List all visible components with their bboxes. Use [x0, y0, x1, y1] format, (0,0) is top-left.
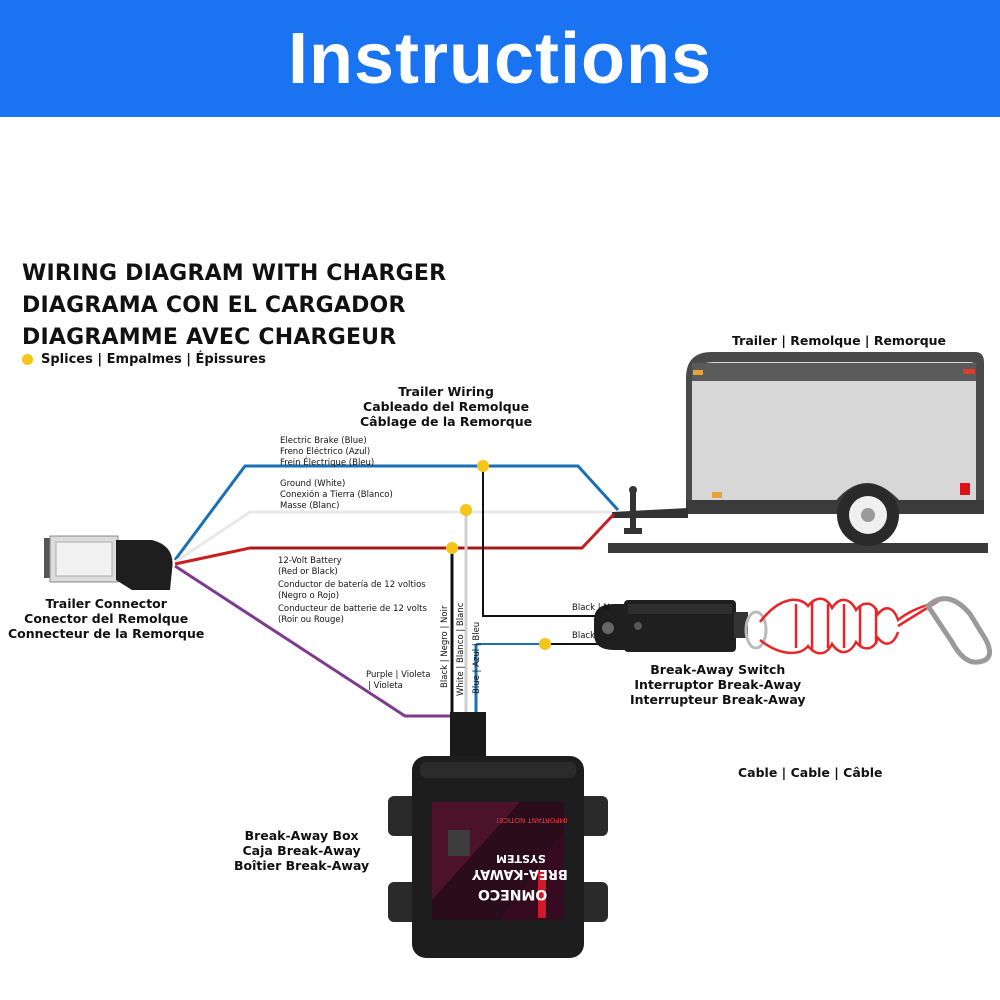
cable-label: Cable | Cable | Câble [738, 765, 883, 780]
battery-wire-es: Conductor de batería de 12 voltios [278, 580, 426, 590]
box-es: Caja Break-Away [242, 843, 361, 858]
carabiner-icon [924, 596, 993, 665]
heading-es: DIAGRAMA CON EL CARGADOR [22, 293, 406, 318]
splice-dot-icon [22, 354, 33, 365]
purple-wire [174, 564, 462, 718]
brake-wire-fr: Frein Électrique (Bleu) [280, 458, 375, 468]
battery-wire-en: 12-Volt Battery [278, 556, 342, 566]
black-wire-vertical-label: Black | Negro | Noir [440, 605, 450, 688]
ground-wire-es: Conexión a Tierra (Blanco) [280, 490, 393, 500]
ground-wire-label: Ground (White) Conexión a Tierra (Blanco… [280, 479, 393, 512]
break-away-box-label: Break-Away Box Caja Break-Away Boîtier B… [234, 828, 369, 873]
purple-wire-line1: Purple | Violeta [366, 670, 431, 680]
instructions-banner: Instructions [0, 0, 1000, 117]
trailer-connector-label: Trailer Connector Conector del Remolque … [8, 596, 204, 641]
trailer-wiring-label: Trailer Wiring Cableado del Remolque Câb… [360, 384, 532, 429]
battery-wire-es-color: (Negro o Rojo) [278, 591, 340, 601]
heading-en: WIRING DIAGRAM WITH CHARGER [22, 261, 447, 286]
trailer-wiring-es: Cableado del Remolque [363, 399, 530, 414]
ground-strip [608, 543, 988, 553]
switch-black-wire-label-1: Black | N [572, 603, 610, 613]
battery-wire-fr: Conducteur de batterie de 12 volts [278, 604, 427, 614]
trailer-icon [612, 352, 984, 546]
break-away-switch-label: Break-Away Switch Interruptor Break-Away… [630, 662, 806, 707]
ground-wire-fr: Masse (Blanc) [280, 501, 340, 511]
box-system-label-1: BREA-KAWAY [472, 866, 568, 881]
diagram-heading: WIRING DIAGRAM WITH CHARGER DIAGRAMA CON… [22, 258, 446, 354]
connector-en: Trailer Connector [45, 596, 167, 611]
heading-fr: DIAGRAMME AVEC CHARGEUR [22, 325, 397, 350]
switch-black-wire-label-2: Black [572, 631, 595, 641]
box-system-label-2: SYSTEM [496, 852, 546, 865]
splice-legend: Splices | Empalmes | Épissures [22, 352, 266, 367]
splice-dot-icon [446, 542, 458, 554]
connector-fr: Connecteur de la Remorque [8, 626, 205, 641]
battery-wire-en-color: (Red or Black) [278, 567, 338, 577]
brake-wire-es: Freno Eléctrico (Azul) [280, 447, 371, 457]
box-fr: Boîtier Break-Away [234, 858, 370, 873]
splice-legend-label: Splices | Empalmes | Épissures [41, 352, 266, 367]
trailer-connector-icon [44, 535, 173, 590]
purple-wire-label: Purple | Violeta | Violeta [366, 670, 430, 692]
splice-dot-icon [460, 504, 472, 516]
trailer-wiring-en: Trailer Wiring [398, 384, 494, 399]
purple-wire-line2: | Violeta [368, 681, 403, 691]
battery-wire-label: 12-Volt Battery (Red or Black) Conductor… [278, 556, 427, 626]
trailer-label: Trailer | Remolque | Remorque [732, 333, 947, 348]
box-notice-text: IMPORTANT NOTICE! [496, 816, 568, 824]
switch-en: Break-Away Switch [650, 662, 786, 677]
ground-wire-en: Ground (White) [280, 479, 346, 489]
white-wire [174, 510, 612, 564]
box-brand-logo: OMNECO [478, 886, 548, 902]
brake-wire-label: Electric Brake (Blue) Freno Eléctrico (A… [280, 436, 374, 469]
banner-title: Instructions [287, 18, 713, 99]
blue-wire-vertical-label: Blue | Azul | Bleu [472, 621, 482, 694]
switch-fr: Interrupteur Break-Away [630, 692, 806, 707]
connector-es: Conector del Remolque [24, 611, 189, 626]
black-wire-switch [482, 466, 620, 617]
break-away-cable-icon [744, 597, 941, 655]
break-away-box-icon [388, 712, 608, 958]
battery-wire-fr-color: (Roir ou Rouge) [278, 615, 344, 625]
box-en: Break-Away Box [244, 828, 359, 843]
break-away-switch-icon [594, 600, 748, 652]
splice-dot-icon [477, 460, 489, 472]
white-wire-vertical-label: White | Blanco | Blanc [456, 602, 466, 696]
trailer-wiring-fr: Câblage de la Remorque [360, 414, 533, 429]
splice-dot-icon [539, 638, 551, 650]
switch-es: Interruptor Break-Away [634, 677, 802, 692]
brake-wire-en: Electric Brake (Blue) [280, 436, 367, 446]
blue-wire [173, 464, 620, 561]
